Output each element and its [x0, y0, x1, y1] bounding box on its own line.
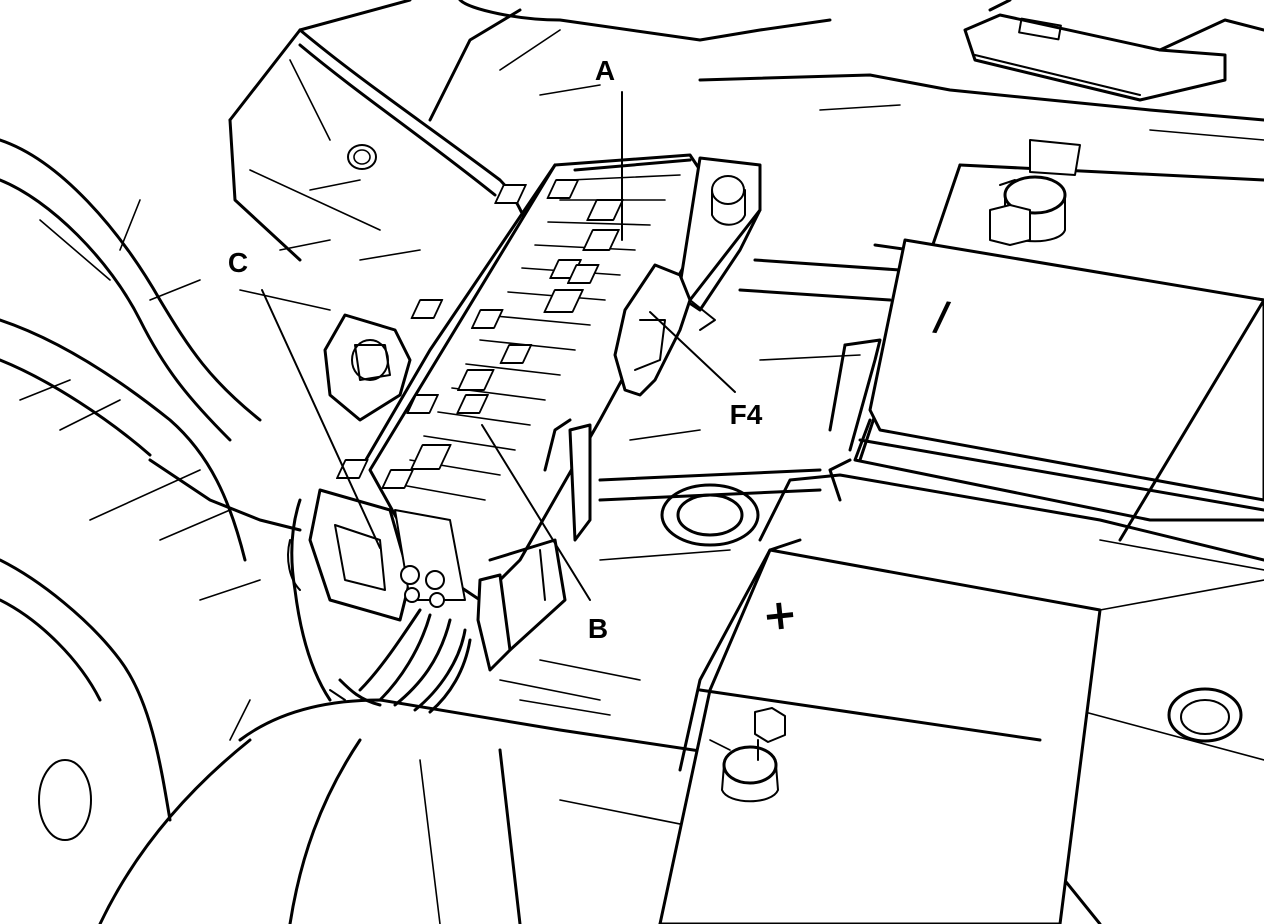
fuse-grid	[336, 179, 624, 489]
wiring-harness	[287, 498, 472, 714]
fuse-box	[308, 153, 762, 672]
callout-label-a: A	[595, 55, 615, 86]
callout-label-c: C	[228, 247, 248, 278]
leader-lines	[261, 91, 736, 601]
callout-label-f4: F4	[730, 399, 763, 430]
callout-label-b: B	[588, 613, 608, 644]
negative-terminal-symbol: /	[931, 293, 952, 341]
callout-labels: A C B F4	[228, 55, 763, 644]
leader-line-c	[261, 289, 381, 549]
battery: + /	[658, 139, 1264, 924]
positive-terminal-symbol: +	[760, 588, 800, 640]
leader-line-b	[481, 424, 591, 601]
leader-line-f4	[649, 311, 736, 393]
